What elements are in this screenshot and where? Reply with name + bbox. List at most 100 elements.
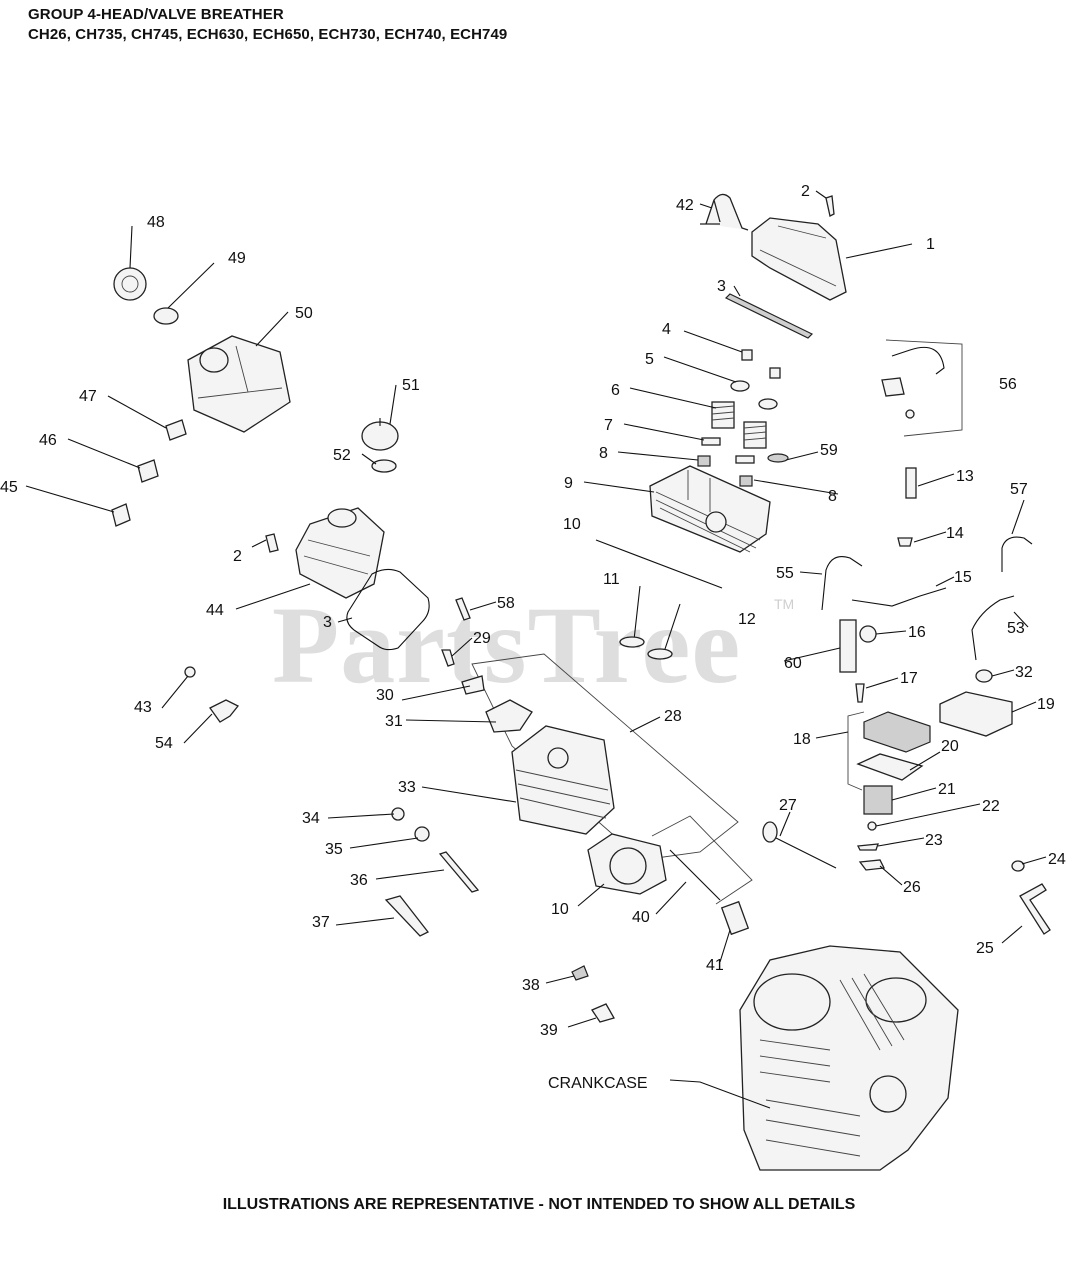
callout-53[interactable]: 53 xyxy=(1007,620,1025,637)
part-21-breather-filter[interactable] xyxy=(863,785,893,815)
part-36-stud[interactable] xyxy=(438,851,480,893)
callout-3[interactable]: 3 xyxy=(717,278,726,295)
callout-11[interactable]: 11 xyxy=(603,571,620,588)
part-56-sensor-kit[interactable] xyxy=(885,339,963,437)
callout-41[interactable]: 41 xyxy=(706,957,724,974)
callout-57[interactable]: 57 xyxy=(1010,481,1028,498)
part-4-valve-keeper[interactable] xyxy=(741,349,753,361)
part-27-tie-strap[interactable] xyxy=(762,821,837,869)
part-53-hose[interactable] xyxy=(971,595,1015,661)
part-45-fitting[interactable] xyxy=(111,503,131,527)
part-30-bracket[interactable] xyxy=(461,675,485,695)
part-26-clip[interactable] xyxy=(858,859,885,871)
callout-15[interactable]: 15 xyxy=(954,569,972,586)
callout-16[interactable]: 16 xyxy=(908,624,926,641)
part-19-breather-cover[interactable] xyxy=(939,691,1013,737)
callout-12[interactable]: 12 xyxy=(738,611,756,628)
part-24-nut[interactable] xyxy=(1011,860,1025,872)
callout-6[interactable]: 6 xyxy=(611,382,620,399)
callout-20[interactable]: 20 xyxy=(941,738,959,755)
callout-40[interactable]: 40 xyxy=(632,909,650,926)
callout-28[interactable]: 28 xyxy=(664,708,682,725)
part-25-bracket[interactable] xyxy=(1019,883,1051,935)
part-11-intake-valve[interactable] xyxy=(619,585,645,648)
part-10-pushrod-long[interactable] xyxy=(595,539,723,589)
callout-25[interactable]: 25 xyxy=(976,940,994,957)
callout-45[interactable]: 45 xyxy=(0,479,18,496)
part-16-hose-clamp[interactable] xyxy=(859,625,877,643)
callout-3-left[interactable]: 3 xyxy=(323,614,332,631)
part-55-hose[interactable] xyxy=(821,555,863,611)
callout-crankcase[interactable]: CRANKCASE xyxy=(548,1075,648,1092)
part-41-tube[interactable] xyxy=(720,900,750,936)
callout-33[interactable]: 33 xyxy=(398,779,416,796)
callout-38[interactable]: 38 xyxy=(522,977,540,994)
part-35-washer[interactable] xyxy=(414,826,430,842)
part-2-screw-top[interactable] xyxy=(825,195,835,217)
callout-44[interactable]: 44 xyxy=(206,602,224,619)
part-13-temperature-sensor[interactable] xyxy=(905,467,917,499)
part-58-screw[interactable] xyxy=(455,597,471,621)
part-28-cylinder-head-assembly[interactable] xyxy=(471,653,739,861)
callout-27[interactable]: 27 xyxy=(779,797,797,814)
part-48-oil-fill-cap[interactable] xyxy=(113,267,147,301)
part-20-breather-gasket[interactable] xyxy=(856,753,924,781)
callout-2[interactable]: 2 xyxy=(801,183,810,200)
part-18-breather-assembly[interactable] xyxy=(847,711,865,791)
part-49-oring[interactable] xyxy=(153,307,179,325)
part-57-hose[interactable] xyxy=(1001,536,1033,572)
callout-24[interactable]: 24 xyxy=(1048,851,1066,868)
callout-55[interactable]: 55 xyxy=(776,565,794,582)
callout-1[interactable]: 1 xyxy=(926,236,935,253)
callout-2-left[interactable]: 2 xyxy=(233,548,242,565)
part-59-oring[interactable] xyxy=(767,453,789,463)
callout-14[interactable]: 14 xyxy=(946,525,964,542)
part-51-fill-cap[interactable] xyxy=(361,418,399,451)
callout-58[interactable]: 58 xyxy=(497,595,515,612)
callout-34[interactable]: 34 xyxy=(302,810,320,827)
part-14-clip[interactable] xyxy=(897,537,913,547)
callout-29[interactable]: 29 xyxy=(473,630,491,647)
part-37-bolt[interactable] xyxy=(384,895,429,937)
callout-10-lower[interactable]: 10 xyxy=(551,901,569,918)
part-7-valve-seal[interactable] xyxy=(701,437,721,446)
callout-52[interactable]: 52 xyxy=(333,447,351,464)
part-1-valve-cover[interactable] xyxy=(751,217,847,301)
callout-54[interactable]: 54 xyxy=(155,735,173,752)
callout-10[interactable]: 10 xyxy=(563,516,581,533)
callout-32[interactable]: 32 xyxy=(1015,664,1033,681)
callout-5[interactable]: 5 xyxy=(645,351,654,368)
crankcase-housing[interactable] xyxy=(739,945,959,1171)
part-52-oring[interactable] xyxy=(371,459,397,473)
callout-30[interactable]: 30 xyxy=(376,687,394,704)
part-8-rotator[interactable] xyxy=(697,455,711,467)
part-22-screw[interactable] xyxy=(867,821,877,831)
callout-17[interactable]: 17 xyxy=(900,670,918,687)
part-10-head-gasket[interactable] xyxy=(587,833,667,895)
callout-56[interactable]: 56 xyxy=(999,376,1017,393)
callout-8-right[interactable]: 8 xyxy=(828,488,837,505)
part-39-plate[interactable] xyxy=(591,1003,615,1023)
callout-46[interactable]: 46 xyxy=(39,432,57,449)
callout-23[interactable]: 23 xyxy=(925,832,943,849)
callout-9[interactable]: 9 xyxy=(564,475,573,492)
callout-47[interactable]: 47 xyxy=(79,388,97,405)
part-6-valve-spring[interactable] xyxy=(711,401,767,449)
part-29-screw[interactable] xyxy=(441,649,455,667)
part-46-fitting[interactable] xyxy=(137,459,159,483)
callout-51[interactable]: 51 xyxy=(402,377,420,394)
callout-59[interactable]: 59 xyxy=(820,442,838,459)
callout-48[interactable]: 48 xyxy=(147,214,165,231)
callout-19[interactable]: 19 xyxy=(1037,696,1055,713)
callout-35[interactable]: 35 xyxy=(325,841,343,858)
part-31-rocker-arm[interactable] xyxy=(485,699,533,733)
callout-18[interactable]: 18 xyxy=(793,731,811,748)
part-38-clip[interactable] xyxy=(571,965,589,981)
part-44-valve-cover[interactable] xyxy=(295,507,385,599)
part-54-bracket[interactable] xyxy=(209,699,240,723)
callout-36[interactable]: 36 xyxy=(350,872,368,889)
callout-22[interactable]: 22 xyxy=(982,798,1000,815)
part-47-fitting[interactable] xyxy=(165,419,187,441)
callout-42[interactable]: 42 xyxy=(676,197,694,214)
callout-13[interactable]: 13 xyxy=(956,468,974,485)
